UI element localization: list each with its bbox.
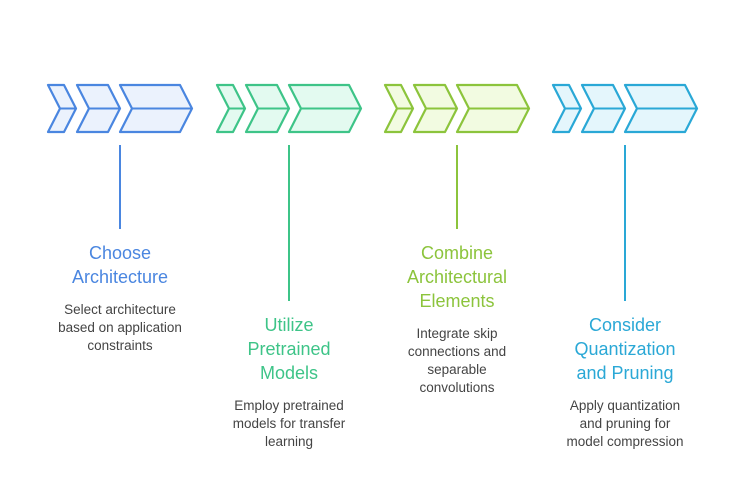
step-description-line: learning — [264, 434, 314, 449]
step-1-chevron-group — [46, 83, 194, 134]
step-title-line: Combine — [420, 243, 494, 263]
step-description-line: separable — [427, 362, 487, 377]
step-4-description: Apply quantization and pruning for model c… — [545, 397, 705, 451]
step-title-line: Choose — [88, 243, 152, 263]
step-3-chevron-group — [383, 83, 531, 134]
step-title-line: Utilize — [264, 315, 314, 335]
step-title-line: Quantization — [574, 339, 676, 359]
step-description-line: convolutions — [419, 380, 495, 395]
step-title-line: Architecture — [71, 267, 169, 287]
step-description-line: Apply quantization — [569, 398, 681, 413]
step-description-line: based on application — [58, 320, 182, 335]
step-title-line: and Pruning — [576, 363, 674, 383]
step-3-description: Integrate skip connections and separable co… — [377, 325, 537, 397]
step-description-line: constraints — [87, 338, 153, 353]
step-description-line: models for transfer — [232, 416, 346, 431]
step-description-line: and pruning for — [579, 416, 671, 431]
step-description-line: Select architecture — [64, 302, 176, 317]
step-title-line: Architectural — [406, 267, 508, 287]
step-description-line: connections and — [407, 344, 507, 359]
step-description-line: Integrate skip — [416, 326, 498, 341]
step-title-line: Consider — [588, 315, 662, 335]
step-title-line: Models — [259, 363, 319, 383]
step-description-line: model compression — [566, 434, 684, 449]
step-title-line: Elements — [419, 291, 495, 311]
step-2-description: Employ pretrained models for transfer lear… — [209, 397, 369, 451]
step-4-chevron-group — [551, 83, 699, 134]
step-1-description: Select architecture based on application c… — [40, 301, 200, 355]
step-2-chevron-group — [215, 83, 363, 134]
step-description-line: Employ pretrained — [234, 398, 344, 413]
step-title-line: Pretrained — [247, 339, 331, 359]
